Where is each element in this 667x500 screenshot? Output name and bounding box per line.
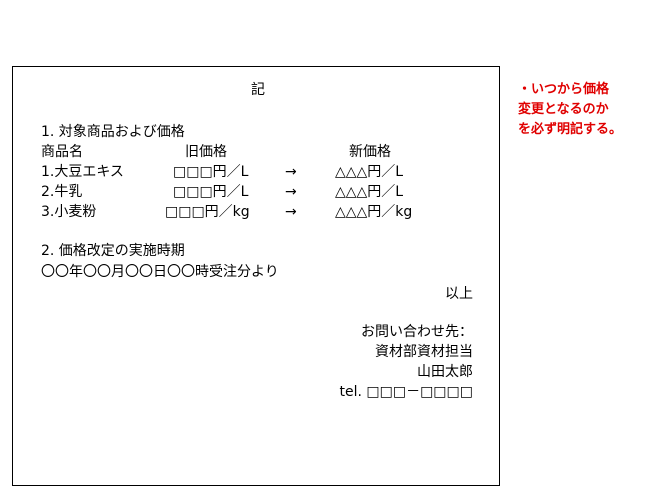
product-row-2-name: 2.牛乳 (41, 184, 83, 200)
document-frame: 記 1. 対象商品および価格 商品名 旧価格 新価格 1.大豆エキス □□□円／… (12, 66, 500, 486)
annotation-line-2: 変更となるのか (518, 102, 609, 117)
closing-text: 以上 (445, 286, 473, 302)
product-row-1-old-price: □□□円／L (173, 164, 249, 180)
product-row-3-old-price: □□□円／kg (165, 204, 250, 220)
product-row-3-new-price: △△△円／kg (335, 204, 413, 220)
product-row-1-arrow: → (285, 164, 297, 180)
contact-person: 山田太郎 (417, 364, 473, 380)
annotation-line-3: を必ず明記する。 (518, 122, 623, 137)
annotation-line-1: ・いつから価格 (518, 82, 610, 97)
contact-label: お問い合わせ先： (361, 324, 473, 340)
product-row-3-name: 3.小麦粉 (41, 204, 97, 220)
section1-heading: 1. 対象商品および価格 (41, 124, 185, 140)
product-row-1-name: 1.大豆エキス (41, 164, 124, 180)
document-title: 記 (251, 82, 265, 98)
product-row-2-old-price: □□□円／L (173, 184, 249, 200)
column-header-new-price: 新価格 (349, 144, 391, 160)
product-row-2-new-price: △△△円／L (335, 184, 404, 200)
column-header-old-price: 旧価格 (185, 144, 227, 160)
product-row-3-arrow: → (285, 204, 297, 220)
section2-date-text: 〇〇年〇〇月〇〇日〇〇時受注分より (41, 264, 279, 280)
annotation-note: ・いつから価格 変更となるのか を必ず明記する。 (518, 80, 663, 140)
contact-department: 資材部資材担当 (375, 344, 473, 360)
contact-tel: tel. □□□－□□□□ (339, 384, 474, 400)
product-row-2-arrow: → (285, 184, 297, 200)
product-row-1-new-price: △△△円／L (335, 164, 404, 180)
column-header-product: 商品名 (41, 144, 83, 160)
section2-heading: 2. 価格改定の実施時期 (41, 243, 185, 259)
